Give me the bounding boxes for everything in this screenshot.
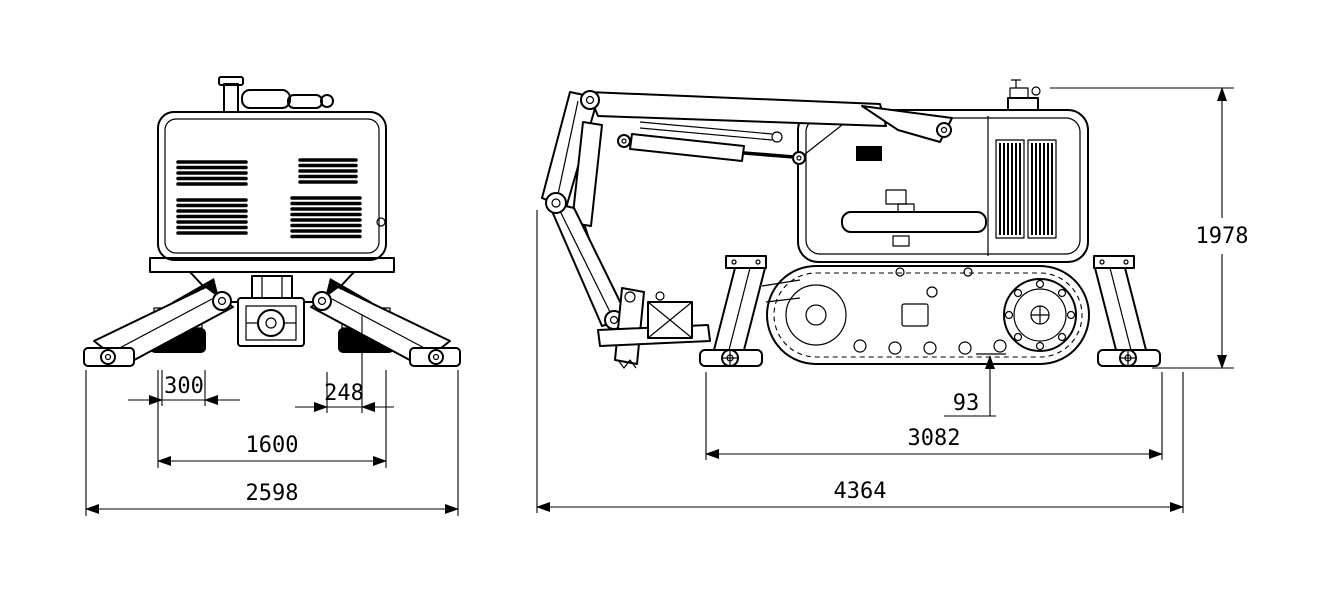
vent-grille-side — [995, 139, 1057, 239]
vent-grille-right-bottom — [290, 196, 362, 239]
dim-track-shoe-width: 300 — [128, 370, 240, 406]
dim-ground-clearance: 93 — [944, 353, 1006, 417]
vent-grille-left-top — [176, 160, 248, 186]
center-gearbox — [237, 275, 305, 347]
dim-label-93: 93 — [953, 391, 980, 416]
boom-rocker — [861, 105, 953, 143]
tool-head — [597, 287, 711, 369]
dim-label-2598: 2598 — [246, 481, 299, 506]
side-view-drawing: 1978 93 3082 4364 — [536, 79, 1249, 513]
front-view-drawing: 300 248 1600 2598 — [83, 76, 461, 516]
outrigger-left — [83, 286, 234, 367]
machine-body-side — [797, 109, 1089, 263]
idler-wheel — [785, 284, 847, 346]
dim-label-3082: 3082 — [908, 426, 961, 451]
rear-outrigger — [1093, 255, 1161, 367]
dim-overall-width: 2598 — [85, 370, 459, 516]
dim-label-1600: 1600 — [246, 433, 299, 458]
dim-label-4364: 4364 — [834, 479, 887, 504]
dim-label-1978: 1978 — [1196, 224, 1249, 249]
dim-foot-offset: 248 — [295, 314, 394, 413]
boom-arm — [541, 90, 953, 330]
boom-cylinder — [629, 133, 745, 162]
vent-grille-right-top — [298, 158, 358, 184]
dim-support-span: 3082 — [705, 372, 1163, 460]
dim-overall-length: 4364 — [536, 210, 1184, 513]
main-boom — [587, 91, 887, 127]
outrigger-right — [310, 286, 461, 367]
front-outrigger — [699, 255, 767, 367]
drive-sprocket — [1003, 278, 1077, 352]
dim-overall-height: 1978 — [1050, 87, 1249, 369]
engine-housing-front — [157, 111, 387, 261]
filler-cap — [856, 146, 882, 161]
exhaust-stack-icon — [218, 76, 334, 113]
dim-label-300: 300 — [164, 374, 204, 399]
dim-body-width: 1600 — [157, 370, 387, 468]
dipper-cylinder — [571, 121, 603, 227]
track-assembly — [761, 265, 1090, 365]
vent-grille-left-bottom — [176, 198, 248, 235]
beacon — [1007, 79, 1041, 111]
dim-label-248: 248 — [324, 381, 364, 406]
